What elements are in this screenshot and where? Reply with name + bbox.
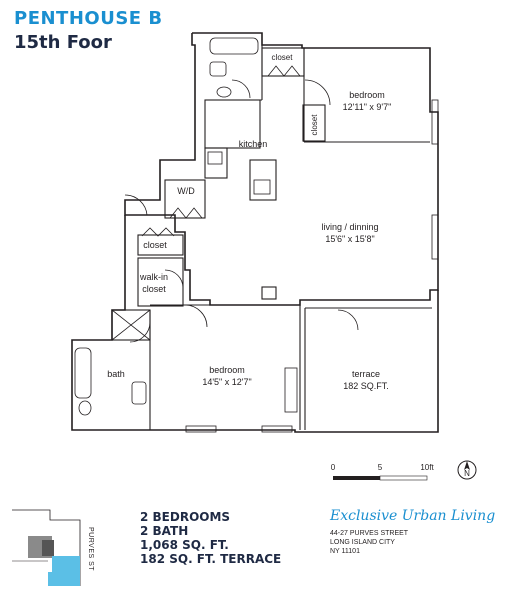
bedroom1-size: 12'11" x 9'7" [343,102,392,112]
toilet-lower [78,400,92,416]
window-bedroom2-a [185,425,217,433]
bedrooms-count: 2 BEDROOMS [140,510,231,524]
closet-side-label: closet [310,114,319,136]
kitchen-sink-icon [253,179,271,195]
living-size: 15'6" x 15'8" [325,234,374,244]
living-label: living / dinning [321,222,378,232]
address-line-2: LONG ISLAND CITY [330,539,395,546]
north-compass-icon: N [457,460,477,480]
bedroom-closet-bar [284,367,298,413]
key-plan-unit-highlight [48,556,80,586]
fixtures [74,37,439,433]
wd-label: W/D [177,186,195,196]
kitchen-label: kitchen [239,139,268,149]
closet-top-label: closet [272,53,294,62]
bathtub-lower [74,347,92,399]
scale-label-0: 0 [331,463,336,472]
terrace-label: terrace [352,369,380,379]
scale-label-5: 5 [378,463,383,472]
interior-walls [111,45,432,430]
window-bedroom2-b [261,425,293,433]
key-plan [12,509,81,586]
area-sqft: 1,068 SQ. FT. [140,538,229,552]
sink-top [209,61,227,77]
baths-count: 2 BATH [140,524,189,538]
bath-label: bath [107,369,125,379]
terrace-sqft: 182 SQ. FT. TERRACE [140,552,282,566]
lower-perimeter [71,215,439,433]
unit-summary: 2 BEDROOMS 2 BATH 1,068 SQ. FT. 182 SQ. … [140,510,281,566]
door-swings [124,65,359,343]
bedroom1-label: bedroom [349,90,385,100]
window-bedroom [431,99,439,145]
address-line-1: 44-27 PURVES STREET [330,530,409,537]
scale-bar: 0 5 10ft [331,463,434,481]
brand-name: Exclusive Urban Living [330,508,496,524]
north-label: N [464,469,470,478]
sink-lower [131,381,147,405]
address-block: 44-27 PURVES STREET LONG ISLAND CITY NY … [330,529,408,556]
closet-mid-label: closet [143,240,167,250]
scale-label-10: 10ft [420,463,434,472]
walkin-label-1: walk-in [139,272,168,282]
stove-icon [207,151,223,165]
floor-title: 15th Foor [14,32,112,53]
address-line-3: NY 11101 [330,548,360,555]
bathtub-top [209,37,259,55]
floor-plan: closet bedroom 12'11" x 9'7" closet kitc… [71,32,477,481]
walkin-label-2: closet [142,284,166,294]
bedroom2-label: bedroom [209,365,245,375]
toilet-top [216,86,232,98]
bedroom2-size: 14'5" x 12'7" [202,377,251,387]
upper-perimeter [124,32,439,306]
window-living [431,214,439,260]
terrace-size: 182 SQ.FT. [343,381,389,391]
unit-title: PENTHOUSE B [14,8,163,29]
street-label: PURVES ST [87,527,94,572]
